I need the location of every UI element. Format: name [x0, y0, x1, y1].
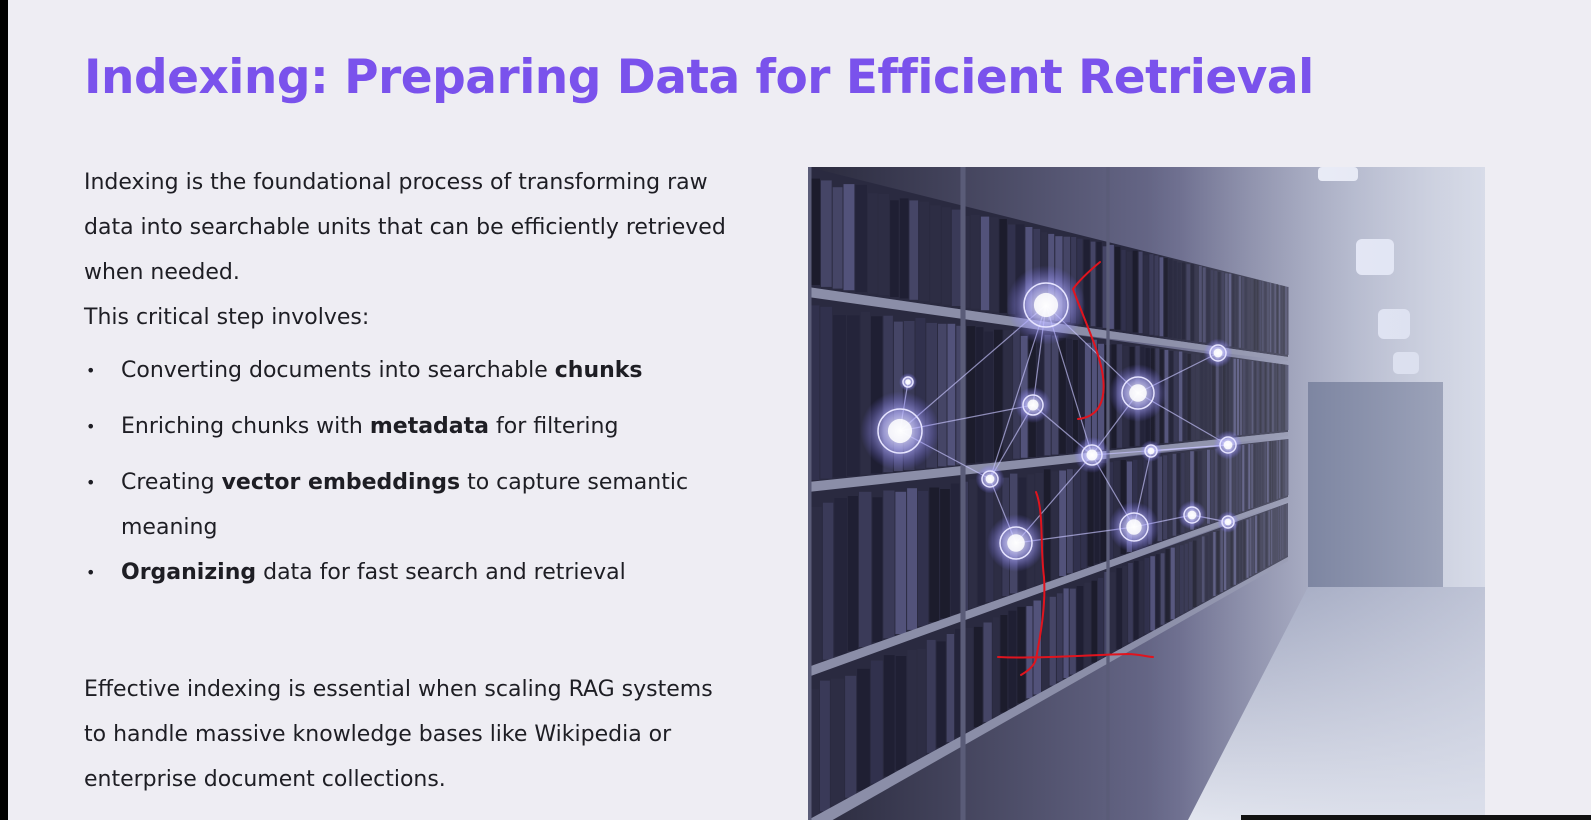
bullet-item: • Enriching chunks with metadata for fil… [84, 404, 784, 449]
bullet-dot-icon: • [86, 417, 96, 436]
network-node-ring [1219, 436, 1237, 454]
network-node-ring [1209, 344, 1227, 362]
network-node-ring [1022, 394, 1044, 416]
bullet-keyword: metadata [369, 414, 490, 439]
bullet-text: Converting documents into searchable [121, 358, 555, 383]
network-node-ring [981, 470, 999, 488]
network-node-core [1033, 292, 1059, 318]
network-node-core [1213, 348, 1223, 358]
network-node-core [1147, 447, 1155, 455]
library-image [808, 167, 1485, 820]
network-node-core [1129, 384, 1147, 402]
intro-line: Indexing is the foundational process of … [84, 170, 708, 195]
network-node-ring [1121, 376, 1155, 410]
network-node-core [1126, 519, 1142, 535]
bullet-text: Creating [121, 470, 222, 495]
network-node-core [1223, 440, 1233, 450]
network-node-ring [877, 408, 923, 454]
bullet-text: data for fast search and retrieval [256, 560, 626, 585]
bullet-item: • Converting documents into searchable c… [84, 348, 784, 393]
intro-line: when needed. [84, 260, 240, 285]
slide-title: Indexing: Preparing Data for Efficient R… [84, 50, 1314, 105]
body-text: Indexing is the foundational process of … [84, 160, 784, 606]
bullet-item: • Organizing data for fast search and re… [84, 550, 784, 595]
closing-line: to handle massive knowledge bases like W… [84, 722, 672, 747]
lead-in: This critical step involves: [84, 305, 370, 330]
network-node-ring [1183, 506, 1201, 524]
taskbar-strip [1241, 815, 1591, 820]
bullet-keyword: vector embeddings [221, 470, 461, 495]
network-node-ring [1144, 444, 1158, 458]
network-node-core [1224, 518, 1232, 526]
network-node-core [1007, 534, 1025, 552]
network-node-core [985, 474, 995, 484]
intro-paragraph: Indexing is the foundational process of … [84, 160, 784, 340]
network-node-core [1086, 449, 1098, 461]
network-node-ring [1119, 512, 1149, 542]
bullet-dot-icon: • [86, 361, 96, 380]
intro-line: data into searchable units that can be e… [84, 215, 726, 240]
bullet-text: to capture semantic meaning [121, 470, 689, 540]
library-network-illustration [808, 167, 1485, 820]
network-node-core [1027, 399, 1039, 411]
slide: Indexing: Preparing Data for Efficient R… [8, 0, 1591, 820]
network-node-ring [1023, 282, 1069, 328]
bullet-text: Enriching chunks with [121, 414, 370, 439]
network-node-ring [902, 376, 914, 388]
bullet-keyword: chunks [554, 358, 643, 383]
bullet-text: for filtering [489, 414, 619, 439]
bullet-dot-icon: • [86, 563, 96, 582]
bullet-list: • Converting documents into searchable c… [84, 348, 784, 595]
closing-line: Effective indexing is essential when sca… [84, 677, 713, 702]
closing-paragraph: Effective indexing is essential when sca… [84, 667, 784, 802]
network-node-core [887, 418, 913, 444]
bullet-item: • Creating vector embeddings to capture … [84, 460, 784, 550]
network-node-core [905, 379, 911, 385]
bullet-dot-icon: • [86, 473, 96, 492]
network-node-ring [1221, 515, 1235, 529]
closing-line: enterprise document collections. [84, 767, 446, 792]
bullet-keyword: Organizing [121, 560, 257, 585]
network-node-core [1187, 510, 1197, 520]
network-node-ring [999, 526, 1033, 560]
network-node-ring [1081, 444, 1103, 466]
